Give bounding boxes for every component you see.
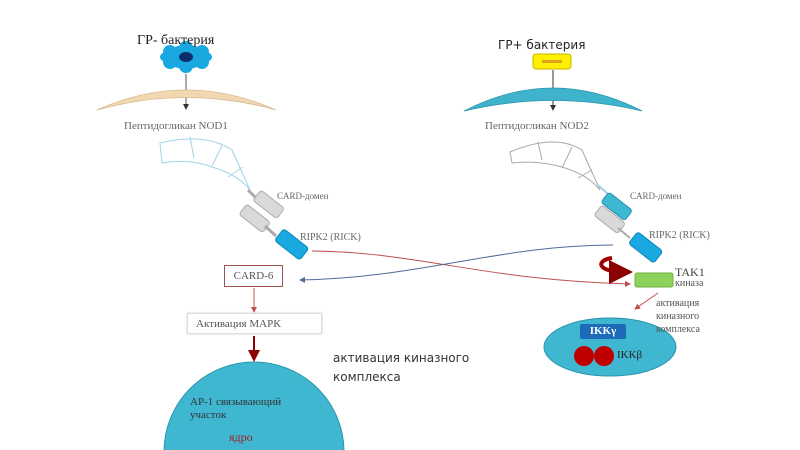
arrow-ripk2-to-card6	[299, 244, 614, 283]
card-domain-grey	[594, 205, 625, 234]
linker	[263, 224, 278, 238]
nucleus-label: ядро	[229, 430, 253, 444]
nucleus	[163, 361, 345, 450]
gram-positive-label: ГР+ бактерия	[498, 38, 586, 52]
ripk2-protein-left	[275, 229, 309, 260]
ikk-gamma-label: IKKγ	[589, 325, 617, 337]
ikk-beta-circle-2	[594, 346, 614, 366]
arrow-ripk2-to-tak1	[311, 250, 631, 287]
ripk2-protein-right	[629, 232, 663, 263]
ikk-beta-label: IKKβ	[617, 349, 643, 361]
nod1-lrr-domain	[159, 136, 251, 191]
ikk-gamma-box	[580, 324, 626, 339]
curved-activation-arrow	[599, 256, 633, 284]
card-domain-label-right: CARD-домен	[630, 191, 682, 201]
tak1-label: TAK1	[675, 265, 705, 279]
gram-negative-membrane	[96, 89, 277, 111]
mapk-activation-box: Активация MAPK	[187, 313, 322, 334]
tak1-kinase-box	[634, 272, 674, 288]
bacterium-core	[542, 60, 562, 63]
card-domain-label-left: CARD-домен	[277, 191, 329, 201]
kinase-label: киназа	[675, 278, 704, 289]
center-kinase-activation-note: активация киназного комплекса	[333, 351, 470, 384]
ikk-beta-circle-1	[574, 346, 594, 366]
nod2-label: Пептидогликан NOD2	[485, 120, 589, 132]
gram-negative-label: ГР- бактерия	[137, 33, 215, 48]
ripk2-label-right: RIPK2 (RICK)	[649, 230, 710, 241]
nod1-label: Пептидогликан NOD1	[124, 120, 228, 132]
gram-negative-bacterium-icon	[160, 41, 212, 73]
ripk2-label-left: RIPK2 (RICK)	[300, 232, 361, 243]
ap1-binding-label: AP-1 связывающий участок	[190, 396, 282, 421]
kinase-complex-activation-label: активация киназного комплекса	[656, 298, 700, 335]
linker	[617, 227, 631, 239]
card-domain-teal	[601, 192, 632, 221]
gram-positive-membrane	[463, 87, 643, 112]
nod2-lrr-domain	[509, 141, 601, 191]
arrow-tak1-to-ikk	[634, 292, 659, 310]
card-domain-1	[253, 190, 284, 219]
card6-box: CARD-6	[224, 265, 283, 287]
